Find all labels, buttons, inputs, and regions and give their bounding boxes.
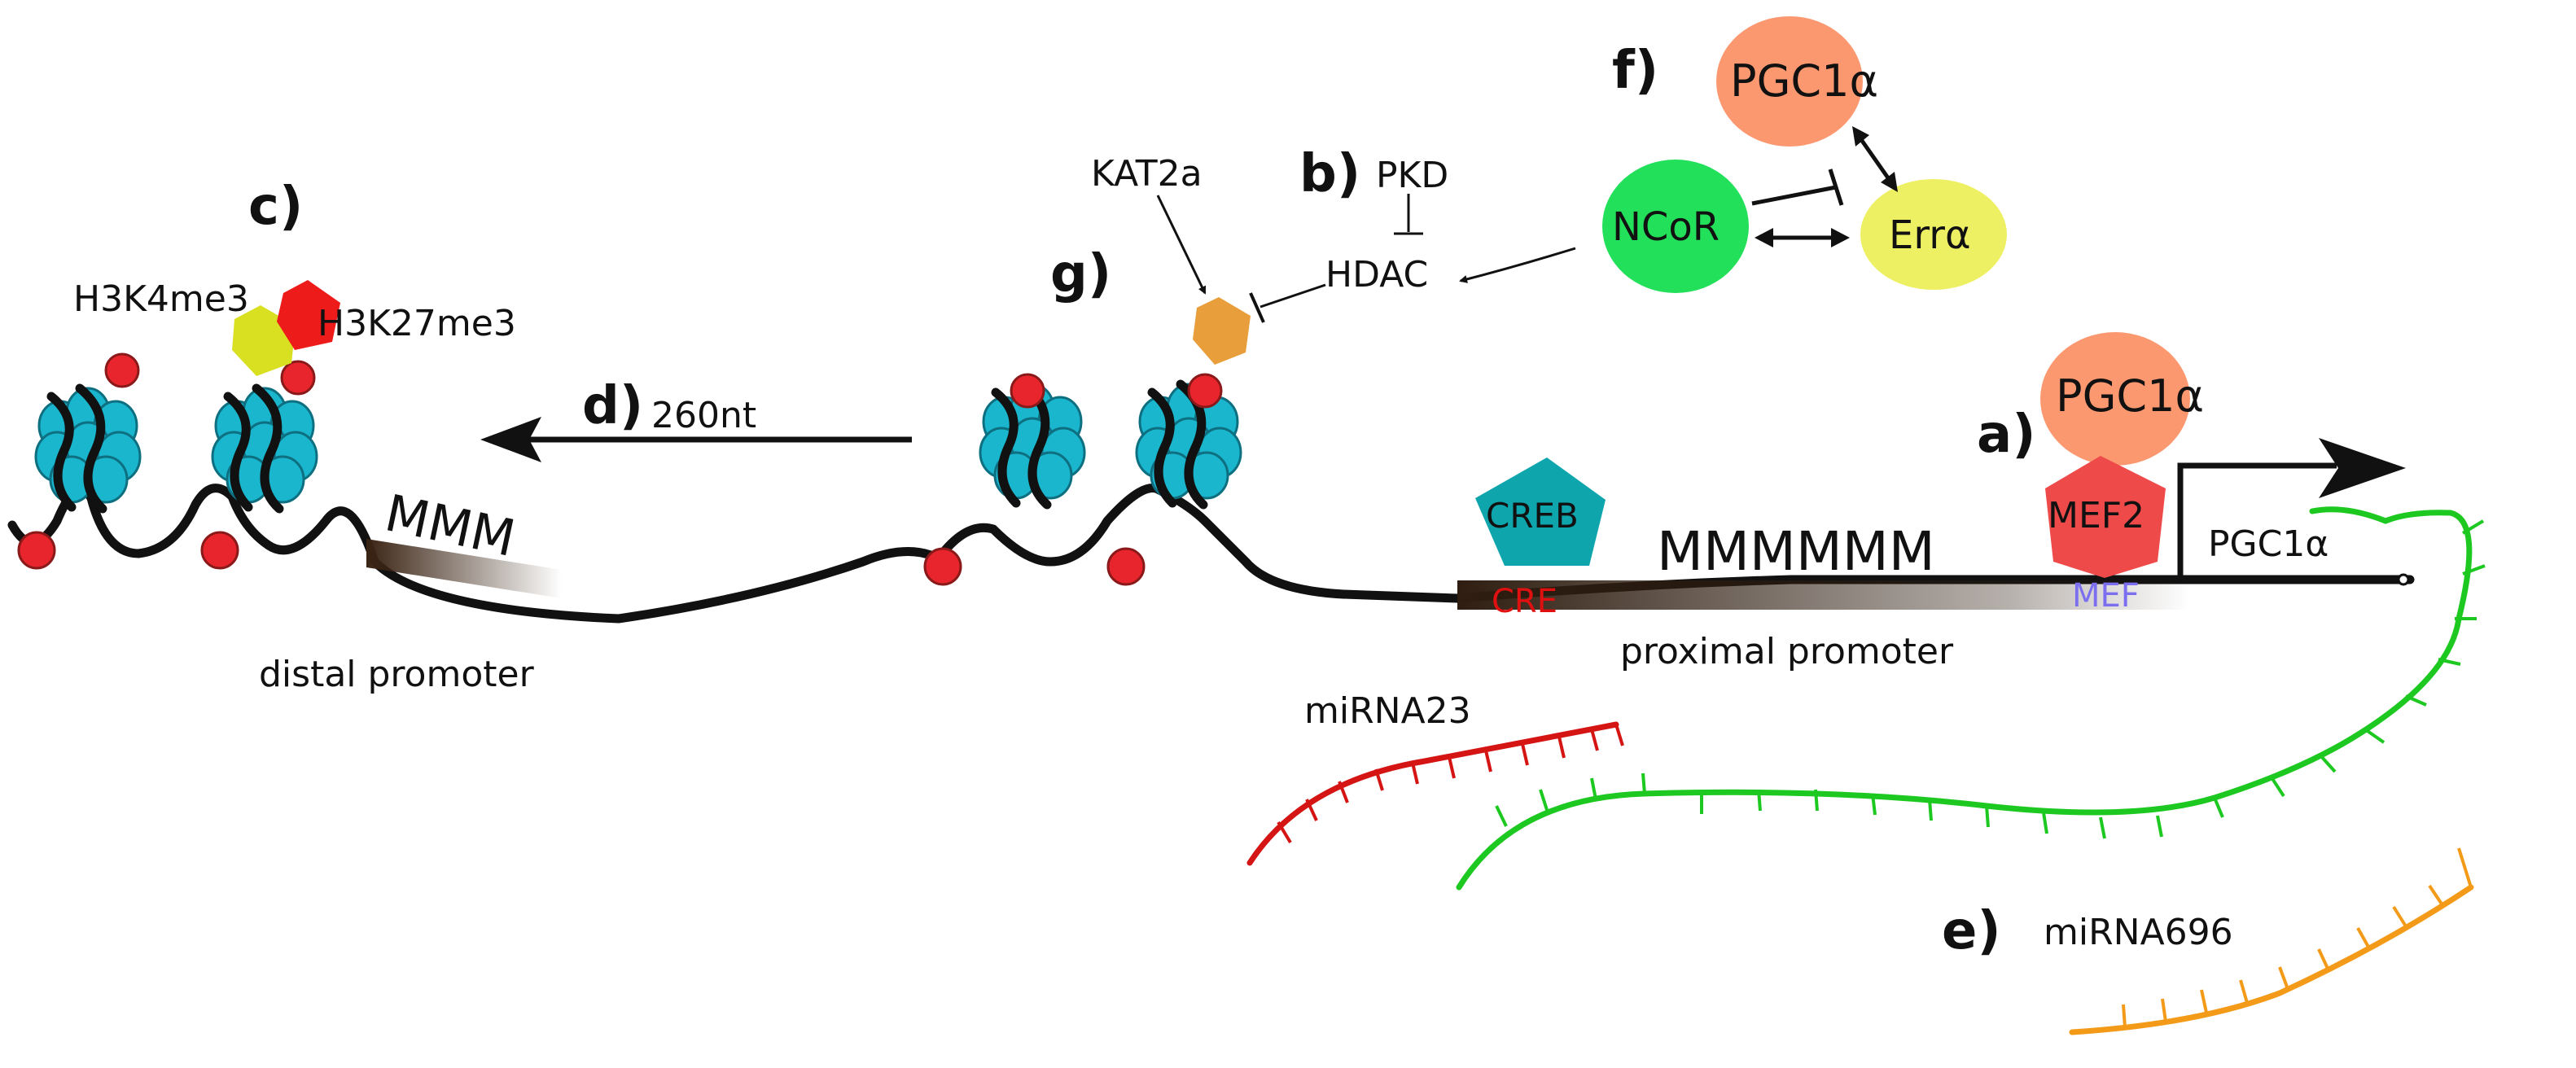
creb-label: CREB [1486, 496, 1579, 536]
mirna-mrna-green [1456, 506, 2473, 891]
methyl-dot [280, 360, 316, 396]
pgc1a-circle-f [1716, 16, 1863, 147]
panel-label-g: g) [1050, 244, 1111, 304]
pgc1a-label-f: PGC1α [1730, 55, 1878, 107]
mirna23-label: miRNA23 [1304, 690, 1471, 732]
mirna23-strand [1246, 721, 1624, 866]
ncor-erra-arrowhead-right [1831, 228, 1850, 247]
pgc1a-erra-arrowhead-bottom [1881, 172, 1898, 192]
pgc1a-erra-arrowhead-top [1852, 126, 1869, 147]
cre-label: CRE [1492, 583, 1557, 620]
nucleosome-left-1 [36, 388, 140, 509]
hdac-inhibit-bar [1249, 292, 1265, 323]
methyl-dot [1010, 373, 1045, 409]
ncor-label: NCoR [1612, 204, 1720, 250]
tss-arrow-head [2319, 438, 2406, 498]
methyl-marks [17, 352, 1223, 586]
mmmmmm-label: MMMMMM [1657, 520, 1935, 583]
erra-circle [1860, 179, 2007, 290]
nt260-label: 260nt [651, 395, 756, 436]
panel-label-a: a) [1977, 405, 2035, 465]
ncor-erra-inhibit-bar [1828, 169, 1844, 206]
ncor-erra-inhibit-line [1751, 185, 1837, 206]
panel-label-b: b) [1299, 144, 1360, 204]
methyl-dot [1106, 547, 1146, 586]
methyl-dot [104, 352, 140, 388]
mef2-label: MEF2 [2048, 495, 2144, 536]
distal-arrow-head [480, 417, 541, 462]
mef-label: MEF [2072, 577, 2140, 615]
panel-label-d: d) [582, 376, 643, 436]
mirna23-backbone [1246, 721, 1619, 866]
h3k27me3-label: H3K27me3 [318, 303, 516, 344]
methyl-dot [923, 547, 962, 586]
dna-end [2397, 573, 2410, 586]
methyl-dot [17, 531, 56, 570]
distal-promoter-label: distal promoter [259, 654, 535, 695]
tss-arrow-line [2177, 462, 2337, 580]
creb-pentagon [1475, 457, 1606, 566]
mirna696-strand [2069, 847, 2474, 1035]
pgc1a-erra-double-arrow [1858, 137, 1891, 181]
panel-label-e: e) [1942, 901, 2001, 961]
mirna-green-ticks [1495, 519, 2486, 839]
hdac-inhibit-line [1260, 283, 1326, 309]
mirna696-label: miRNA696 [2044, 912, 2233, 953]
hdac-label: HDAC [1325, 254, 1428, 295]
h3k4me3-label: H3K4me3 [73, 278, 249, 320]
mirna696-backbone [2069, 884, 2474, 1035]
kat2a-mark [1193, 297, 1251, 365]
erra-label: Errα [1889, 212, 1971, 258]
mef2-pentagon [2045, 456, 2166, 578]
pkd-label: PKD [1376, 155, 1448, 196]
panel-label-f: f) [1612, 41, 1658, 101]
pgc1a-gene-label: PGC1α [2208, 523, 2328, 565]
proximal-promoter-label: proximal promoter [1620, 631, 1954, 672]
pgc1a-circle-a [2040, 332, 2190, 466]
proximal-promoter-band [1457, 580, 2190, 610]
h3k27me3-mark [277, 280, 340, 350]
ncor-hdac-arrow [1459, 247, 1576, 283]
kat2a-label: KAT2a [1091, 153, 1203, 195]
ncor-erra-arrowhead-left [1755, 228, 1773, 247]
distal-promoter-band [366, 539, 562, 598]
panel-label-c: c) [248, 177, 303, 237]
pgc1a-mrna-strand [1456, 506, 2473, 891]
pgc1a-label-a: PGC1α [2056, 370, 2204, 422]
methyl-dot [200, 531, 239, 570]
kat2a-arrow [1156, 195, 1207, 295]
methyl-dot [1187, 373, 1223, 409]
ncor-circle [1602, 160, 1749, 293]
